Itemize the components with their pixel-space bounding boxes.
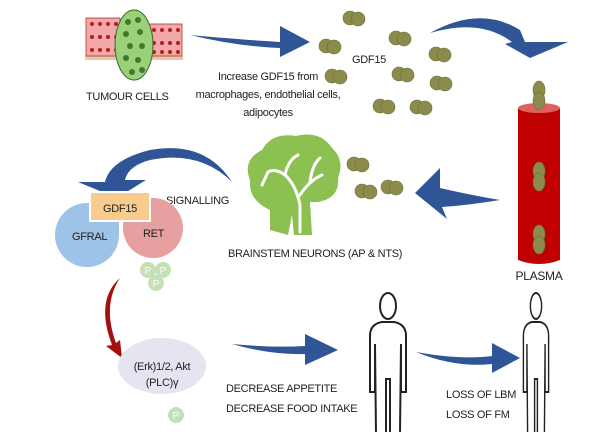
arrow-tumour-to-gdf15 bbox=[190, 26, 310, 57]
blood-vessel bbox=[518, 80, 560, 264]
tumour-cells-label: TUMOUR CELLS bbox=[86, 91, 169, 103]
phospho-erk bbox=[168, 407, 184, 423]
arrow-gdf15-to-plasma bbox=[430, 18, 568, 58]
decrease-appetite: DECREASE APPETITE bbox=[226, 383, 337, 395]
arrow-to-wasted-person bbox=[416, 343, 520, 373]
svg-text:adipocytes: adipocytes bbox=[243, 107, 293, 119]
plasma-label: PLASMA bbox=[516, 269, 563, 283]
loss-lbm: LOSS OF LBM bbox=[446, 389, 516, 401]
svg-text:P: P bbox=[153, 279, 160, 290]
signalling-arrow bbox=[78, 148, 232, 198]
red-curved-arrow bbox=[105, 278, 122, 358]
gdf15-particles-brain bbox=[346, 156, 404, 200]
arrow-plasma-to-brain bbox=[415, 168, 500, 219]
downstream-kinases bbox=[118, 338, 206, 394]
erk-line1: (Erk)1/2, Akt bbox=[134, 361, 191, 373]
erk-line2: (PLC)γ bbox=[146, 377, 179, 389]
gdf15-box-label: GDF15 bbox=[103, 203, 137, 215]
gfral-label: GFRAL bbox=[72, 231, 107, 243]
svg-text:P: P bbox=[160, 266, 167, 277]
brainstem-label: BRAINSTEM NEURONS (AP & NTS) bbox=[228, 248, 402, 260]
brain-icon bbox=[247, 134, 341, 235]
decrease-food-intake: DECREASE FOOD INTAKE bbox=[226, 403, 357, 415]
phospho-groups: P P P bbox=[140, 262, 171, 291]
loss-fm: LOSS OF FM bbox=[446, 409, 510, 421]
signalling-label: SIGNALLING bbox=[166, 195, 229, 207]
increase-gdf15-text: Increase GDF15 from macrophages, endothe… bbox=[196, 71, 341, 119]
phospho-erk-label: P bbox=[173, 411, 180, 422]
svg-text:macrophages, endothelial cells: macrophages, endothelial cells, bbox=[196, 89, 341, 101]
person-after-icon bbox=[522, 292, 550, 432]
svg-text:Increase GDF15 from: Increase GDF15 from bbox=[218, 71, 318, 83]
person-before-icon bbox=[369, 292, 407, 432]
gdf15-ligand-box bbox=[89, 191, 151, 222]
ret-label: RET bbox=[143, 228, 165, 240]
tumour-cells-illustration bbox=[85, 9, 183, 81]
arrow-to-person bbox=[232, 334, 338, 365]
svg-text:P: P bbox=[145, 266, 152, 277]
receptor-complex bbox=[55, 191, 183, 267]
gdf15-label: GDF15 bbox=[352, 54, 386, 66]
